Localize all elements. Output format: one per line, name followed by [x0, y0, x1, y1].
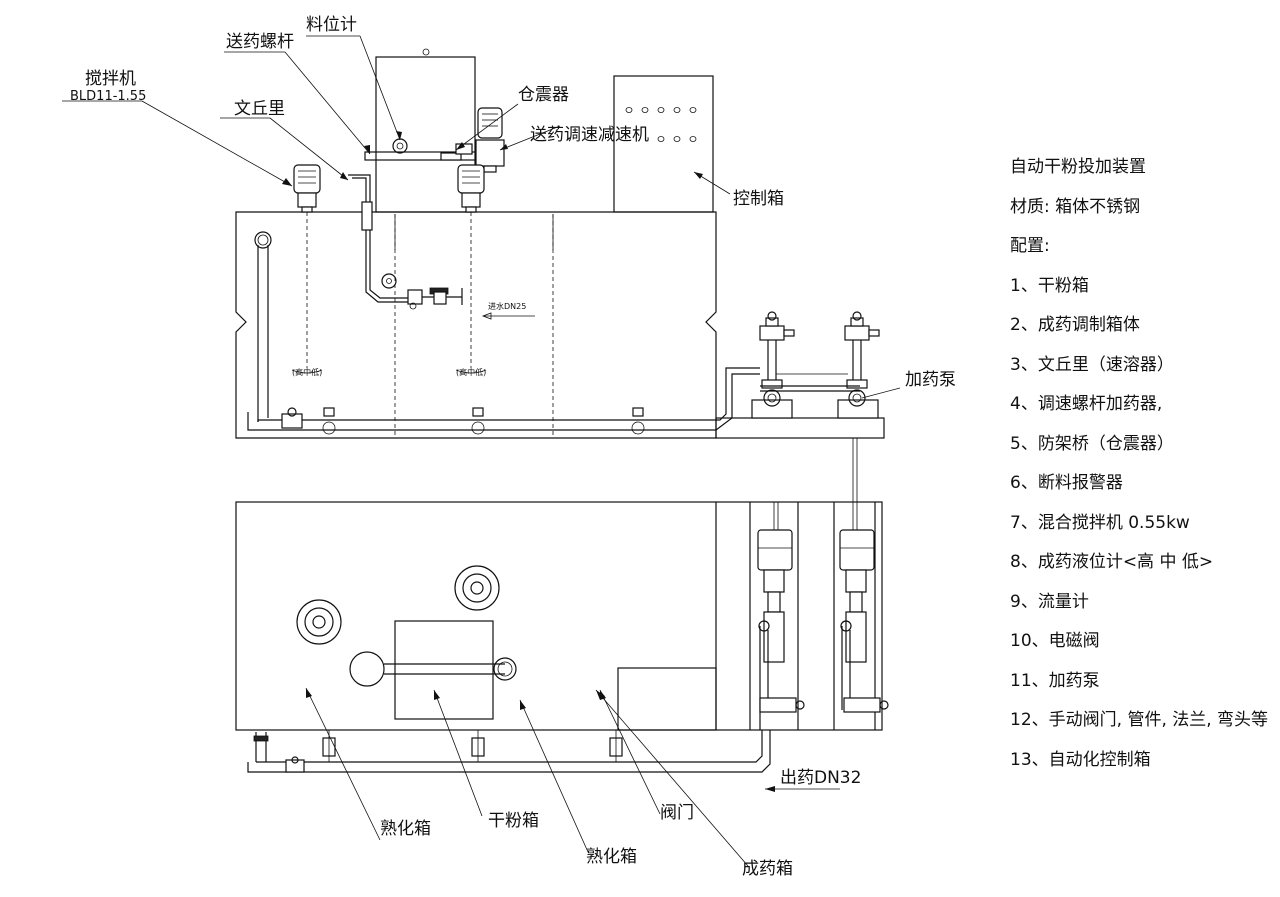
spec-item: 6、断料报警器 — [1010, 473, 1123, 493]
valve-label: 阀门 — [660, 803, 694, 823]
speed-reducer-motor-icon — [475, 107, 505, 173]
bin-vibrator-label: 仓震器 — [518, 85, 569, 105]
leader-arrowheads — [282, 131, 703, 710]
dry-powder-box-plan — [394, 620, 494, 720]
spec-item: 3、文丘里（速溶器） — [1010, 354, 1174, 375]
spec-item: 8、成药液位计<高 中 低> — [1010, 552, 1214, 572]
level-meter-icon — [392, 138, 408, 154]
left-overflow-pipe — [257, 245, 269, 422]
spec-list: 自动干粉投加装置 材质: 箱体不锈钢 配置: 1、干粉箱 2、成药调制箱体 3、… — [1010, 152, 1275, 784]
level-meter-label: 料位计 — [306, 15, 357, 35]
speed-reducer-label: 送药调速减速机 — [530, 125, 649, 145]
aging-tank-label-1: 熟化箱 — [380, 818, 431, 839]
outlet-label: 出药DN32 — [780, 768, 861, 788]
front-view: (高中低) (高中低) 进水DN25 — [235, 48, 885, 502]
plan-tank-outline — [235, 501, 883, 731]
spec-config-heading: 配置: — [1010, 236, 1050, 256]
spec-item: 9、流量计 — [1010, 591, 1089, 612]
spec-title: 自动干粉投加装置 — [1010, 157, 1146, 177]
dosing-pump-icon-1 — [751, 311, 795, 419]
spec-item: 10、电磁阀 — [1010, 631, 1100, 651]
spec-item: 11、加药泵 — [1010, 670, 1100, 691]
control-box-label: 控制箱 — [733, 189, 784, 209]
pump-base — [715, 417, 885, 439]
feed-screw-label: 送药螺杆 — [226, 32, 294, 52]
pump-plan-icon-1 — [757, 502, 805, 730]
mixer-label: 搅拌机 — [85, 69, 136, 89]
spec-item: 12、手动阀门, 管件, 法兰, 弯头等 — [1010, 710, 1269, 730]
leader-lines — [62, 35, 901, 867]
spec-item: 5、防架桥（仓震器） — [1010, 433, 1174, 454]
venturi-pipe — [348, 174, 410, 299]
plan-view — [235, 501, 889, 792]
spec-item: 7、混合搅拌机 0.55kw — [1010, 512, 1190, 533]
control-box — [613, 75, 714, 213]
level-probe-text-1: (高中低) — [292, 367, 322, 377]
spec-item: 13、自动化控制箱 — [1010, 749, 1151, 770]
level-probe-text-2: (高中低) — [456, 367, 486, 377]
dosing-pump-label: 加药泵 — [905, 370, 956, 390]
front-tank-outline — [235, 211, 717, 439]
pump-plan-icon-2 — [839, 502, 889, 713]
spec-item: 2、成药调制箱体 — [1010, 315, 1140, 335]
mixer-model-label: BLD11-1.55 — [70, 89, 146, 104]
mixer-motor-icon-1 — [291, 164, 323, 374]
dry-powder-box-label: 干粉箱 — [488, 811, 539, 831]
mixer-motor-icon-2 — [455, 164, 487, 374]
aging-tank-label-2: 熟化箱 — [586, 846, 637, 867]
dosing-pump-icon-2 — [837, 311, 880, 419]
product-tank-label: 成药箱 — [742, 859, 793, 879]
venturi-label: 文丘里 — [234, 99, 285, 119]
dry-powder-hopper — [375, 56, 476, 213]
spec-item: 1、干粉箱 — [1010, 275, 1089, 296]
spec-item: 4、调速螺杆加药器, — [1010, 394, 1163, 414]
mixer-plan-icon-1 — [296, 599, 342, 645]
spec-material: 材质: 箱体不锈钢 — [1010, 196, 1141, 217]
water-inlet-label: 进水DN25 — [488, 301, 526, 311]
mixer-plan-icon-2 — [454, 565, 500, 611]
